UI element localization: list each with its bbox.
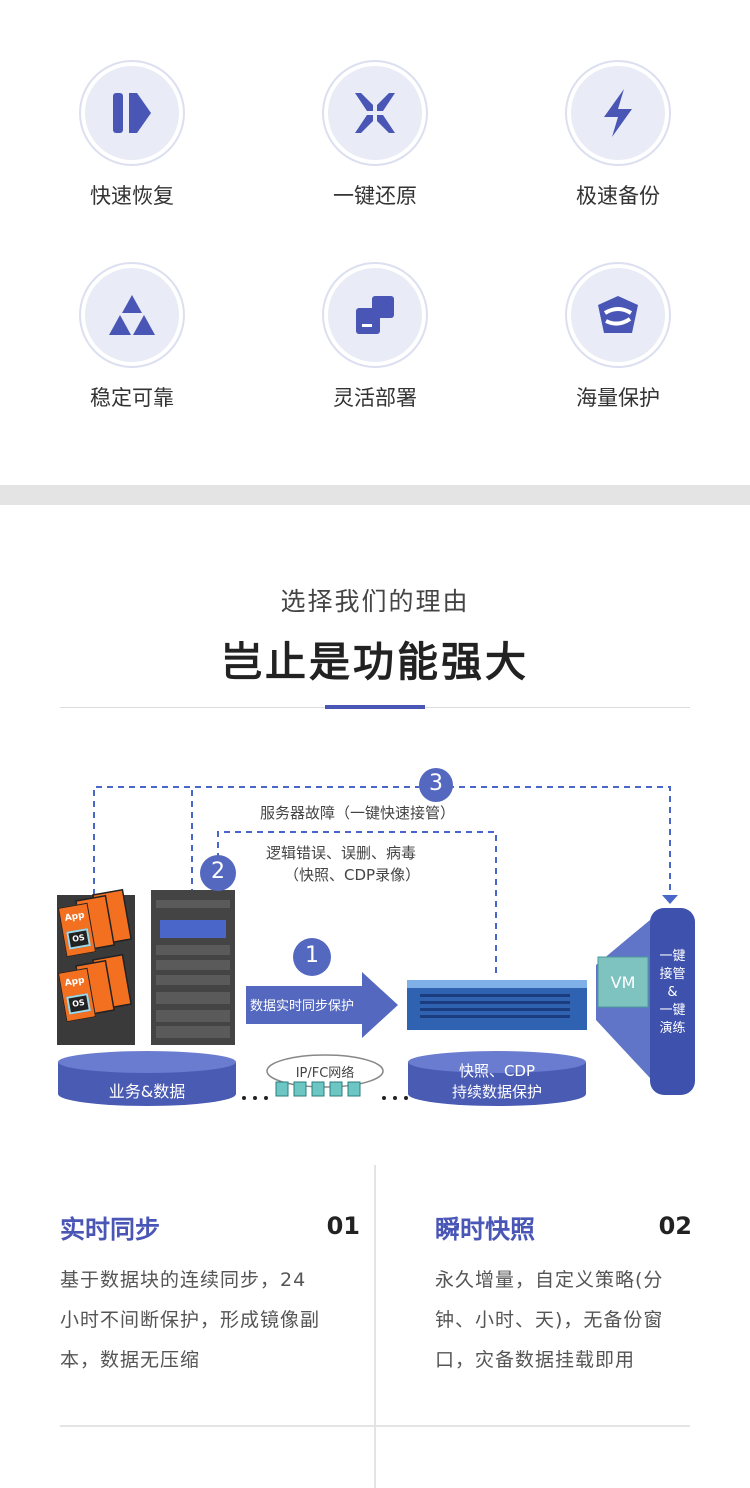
feature-fast-backup: 极速备份 xyxy=(538,60,698,210)
takeover-label: 一键接管&一键演练 xyxy=(650,948,695,1038)
play-pause-icon xyxy=(113,93,151,133)
sync-arrow-label: 数据实时同步保护 xyxy=(250,999,355,1014)
takeover-line: 一键 xyxy=(659,1003,686,1018)
feature-label: 稳定可靠 xyxy=(90,386,174,410)
cdp-cylinder xyxy=(408,1051,586,1106)
takeover-line: 一键 xyxy=(659,949,686,964)
title-accent-bar xyxy=(325,705,425,709)
feature-quick-restore: 快速恢复 xyxy=(52,60,212,210)
card-instant-snapshot: 瞬时快照 02 永久增量，自定义策略(分钟、小时、天)，无备份窗口，灾备数据挂载… xyxy=(435,1210,692,1380)
feature-stable: 稳定可靠 xyxy=(52,262,212,412)
server-failure-label: 服务器故障（一键快速接管） xyxy=(260,804,456,822)
feature-label: 一键还原 xyxy=(333,184,417,208)
os-label: OS xyxy=(66,928,91,950)
takeover-line: 演练 xyxy=(659,1021,686,1036)
card-description: 基于数据块的连续同步，24小时不间断保护，形成镜像副本，数据无压缩 xyxy=(60,1269,321,1371)
grid-divider-vertical xyxy=(374,1165,376,1488)
step-3-number: 3 xyxy=(429,771,443,796)
backup-appliance-icon xyxy=(407,982,587,1030)
app-label: App xyxy=(64,975,86,989)
step-3-badge xyxy=(419,768,453,802)
feature-label: 极速备份 xyxy=(576,184,660,208)
takeover-line: & xyxy=(667,985,678,1000)
compress-arrows-icon xyxy=(355,93,395,133)
network-cloud-icon xyxy=(266,1054,384,1097)
card-realtime-sync: 实时同步 01 基于数据块的连续同步，24小时不间断保护，形成镜像副本，数据无压… xyxy=(60,1210,360,1380)
shield-wave-icon xyxy=(598,296,638,333)
step-2-number: 2 xyxy=(211,859,225,884)
takeover-line: 接管 xyxy=(659,967,686,982)
grid-divider-horizontal xyxy=(60,1425,690,1427)
vm-label: VM xyxy=(610,973,636,992)
app-label: App xyxy=(64,910,86,924)
business-data-cylinder xyxy=(58,1051,236,1106)
section-title: 岂止是功能强大 xyxy=(221,638,529,686)
card-title: 实时同步 xyxy=(60,1215,161,1244)
feature-label: 灵活部署 xyxy=(333,386,417,410)
feature-one-click-restore: 一键还原 xyxy=(295,60,455,210)
cdp-label-line1: 快照、CDP xyxy=(458,1062,536,1080)
step-2-badge xyxy=(200,855,236,891)
feature-mass-protection: 海量保护 xyxy=(538,262,698,412)
section-divider xyxy=(0,485,750,505)
feature-label: 海量保护 xyxy=(576,386,660,410)
vm-box xyxy=(597,956,649,1008)
feature-flexible-deploy: 灵活部署 xyxy=(295,262,455,412)
card-number: 01 xyxy=(326,1212,360,1240)
card-number: 02 xyxy=(658,1212,692,1240)
lightning-icon xyxy=(604,89,632,137)
takeover-panel xyxy=(650,908,695,1095)
swap-box-icon xyxy=(356,296,394,334)
step-1-number: 1 xyxy=(305,943,319,968)
architecture-diagram: App OS App OS 3 2 1 服务器故障（一键快速接管） 逻辑错误、误… xyxy=(0,760,750,1120)
logic-error-label: 逻辑错误、误删、病毒 xyxy=(266,844,417,862)
card-description: 永久增量，自定义策略(分钟、小时、天)，无备份窗口，灾备数据挂载即用 xyxy=(435,1269,664,1371)
sync-arrow xyxy=(246,972,398,1038)
cdp-label-line2: 持续数据保护 xyxy=(451,1083,542,1101)
business-data-label: 业务&数据 xyxy=(108,1082,186,1101)
section-subtitle: 选择我们的理由 xyxy=(280,587,470,616)
os-label: OS xyxy=(66,993,91,1015)
card-title: 瞬时快照 xyxy=(435,1215,536,1244)
snapshot-cdp-label: （快照、CDP录像） xyxy=(284,866,421,884)
feature-label: 快速恢复 xyxy=(90,184,174,208)
triangles-icon xyxy=(109,295,155,335)
network-label: IP/FC网络 xyxy=(295,1066,355,1081)
step-1-badge xyxy=(293,938,331,976)
